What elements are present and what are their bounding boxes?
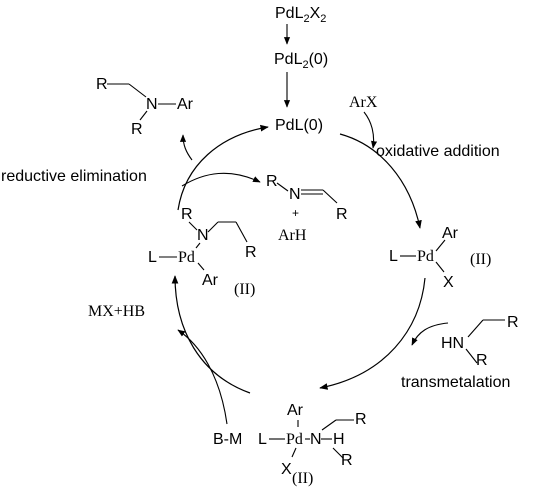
cycle-arc-transmetalation [319,277,426,390]
svg-text:L: L [258,431,267,448]
product-release-arrow [179,134,193,161]
reductive-elimination-label: reductive elimination [1,168,147,185]
side-product-arrow [181,172,261,187]
svg-text:R: R [96,76,108,93]
svg-text:+: + [292,206,299,220]
amine-entry-arrow [411,322,449,346]
cycle-arc-reductive-elimination [177,124,269,211]
svg-text:(II): (II) [292,470,313,487]
svg-text:Ar: Ar [442,225,459,242]
svg-text:R: R [266,173,278,190]
svg-text:Ar: Ar [177,96,194,113]
svg-text:X: X [281,461,292,478]
oxidative-addition-label: oxidative addition [376,143,500,160]
svg-text:(II): (II) [234,281,255,298]
cycle-arc-amine-to-amido [171,275,251,394]
svg-text:R: R [341,452,353,469]
svg-text:ArH: ArH [278,227,307,244]
complex-amido: R N R L Pd Ar (II) [148,206,257,298]
svg-text:R: R [507,314,519,331]
svg-text:R: R [476,352,488,369]
svg-text:R: R [245,244,257,261]
svg-text:R: R [355,411,367,428]
precatalyst-label: PdL2X2 [275,5,326,25]
amine-reagent: HN R R [441,314,519,369]
pd0-l-label: PdL(0) [275,117,323,134]
pd0-l2-label: PdL2(0) [274,51,328,71]
arx-entry-arrow [363,111,378,149]
svg-text:Pd: Pd [417,248,434,265]
svg-text:N: N [146,96,158,113]
svg-text:L: L [389,248,398,265]
svg-text:(II): (II) [470,251,491,268]
svg-text:N: N [289,186,301,203]
transmetalation-label: transmetalation [401,374,510,391]
complex-amine-coordinated: Ar L Pd N H R R X (II) [258,402,367,487]
svg-text:Pd: Pd [286,431,303,448]
mx-hb-byproduct: MX+HB [88,303,145,320]
svg-text:HN: HN [441,335,464,352]
svg-text:R: R [131,121,143,138]
svg-text:Ar: Ar [202,272,219,289]
cycle-arc-oxidative-addition [339,133,422,229]
svg-text:X: X [443,274,454,291]
svg-text:Pd: Pd [178,249,195,266]
bm-reagent: B-M [213,431,242,448]
svg-text:R: R [336,206,348,223]
base-side-arrow [177,329,228,425]
svg-text:Ar: Ar [287,402,304,419]
arx-reagent: ArX [349,94,378,111]
svg-text:H: H [333,431,345,448]
svg-text:R: R [181,206,193,223]
svg-text:N: N [310,431,322,448]
imine-side-product: R N R + ArH [266,173,348,244]
svg-text:L: L [148,249,157,266]
svg-text:N: N [197,227,209,244]
product-amine: R N Ar R [96,76,194,138]
complex-oxidative-addition: L Pd Ar X (II) [389,225,491,291]
